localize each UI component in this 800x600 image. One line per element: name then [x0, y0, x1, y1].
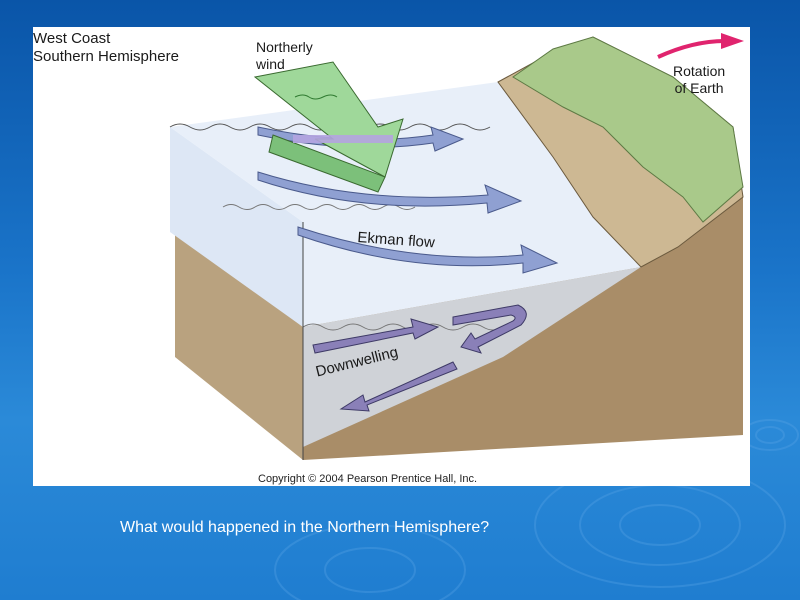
wind-label: Northerly wind: [256, 39, 313, 73]
seafloor-front: [175, 230, 303, 460]
slide-caption: What would happened in the Northern Hemi…: [120, 519, 490, 536]
northerly-wind-arrow: [253, 61, 404, 193]
rotation-of-earth-arrow: [657, 33, 744, 59]
wind-label-line1: Northerly: [256, 39, 313, 55]
rotation-label: Rotation of Earth: [673, 63, 725, 97]
wind-label-line2: wind: [256, 56, 285, 72]
deep-wave-edge: [302, 323, 504, 331]
midwater-wave-edge: [222, 204, 416, 210]
water-subsurface: [303, 267, 641, 447]
location-label-line2: Southern Hemisphere: [33, 48, 179, 65]
downwelling-arrow-1: [312, 318, 440, 354]
downwelling-arrow-3: [339, 361, 458, 412]
rotation-label-line1: Rotation: [673, 63, 726, 79]
downwelling-arrows: [312, 304, 527, 412]
location-label: West Coast Southern Hemisphere: [33, 30, 179, 66]
ekman-diagram: West Coast Southern Hemisphere Northerly…: [33, 27, 750, 486]
ekman-arrow-3: [297, 226, 559, 274]
downwelling-arrow-2: [452, 304, 527, 354]
ocean-block-illustration: [169, 33, 744, 460]
location-label-line1: West Coast: [33, 30, 111, 47]
cliff-vegetation: [512, 36, 744, 223]
ekman-flow-arrows: [257, 126, 559, 274]
copyright-notice: Copyright © 2004 Pearson Prentice Hall, …: [258, 473, 478, 485]
rotation-label-line2: of Earth: [674, 80, 724, 96]
water-front-face: [170, 127, 303, 327]
ekman-arrow-2: [257, 171, 523, 214]
